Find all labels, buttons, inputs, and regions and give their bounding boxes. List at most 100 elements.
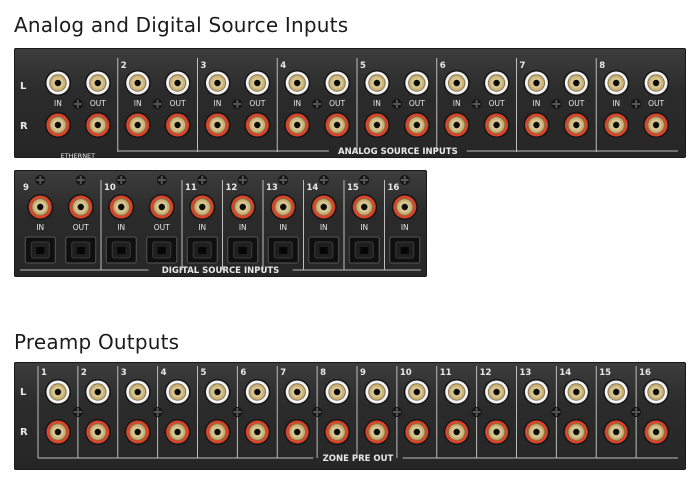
analog-jack-8-right-in[interactable] <box>603 112 630 138</box>
analog-jack-5-left-in[interactable] <box>363 70 390 96</box>
preamp-jack-10-left[interactable] <box>403 379 430 405</box>
analog-jack-7-right-out[interactable] <box>563 112 590 138</box>
jack-pin-hole <box>413 121 421 129</box>
digital-jack-9-out[interactable] <box>67 194 94 220</box>
analog-row-label-left: L <box>20 81 27 92</box>
analog-jack-6-right-out[interactable] <box>483 112 510 138</box>
preamp-jack-2-right[interactable] <box>84 419 111 445</box>
preamp-jack-8-left[interactable] <box>324 379 351 405</box>
preamp-jack-7-right[interactable] <box>284 419 311 445</box>
analog-jack-1-left-out[interactable] <box>84 70 111 96</box>
jack-pin-hole <box>533 428 540 436</box>
optical-port-12-in[interactable] <box>227 236 259 264</box>
preamp-jack-9-left[interactable] <box>363 379 390 405</box>
preamp-jack-3-right[interactable] <box>124 419 151 445</box>
analog-jack-3-left-out[interactable] <box>244 70 271 96</box>
preamp-jack-16-left[interactable] <box>643 379 670 405</box>
preamp-jack-16-right[interactable] <box>643 419 670 445</box>
jack-pin-hole <box>174 79 181 87</box>
preamp-jack-15-left[interactable] <box>603 379 630 405</box>
preamp-jack-5-left[interactable] <box>204 379 231 405</box>
preamp-jack-1-left[interactable] <box>44 379 71 405</box>
preamp-jack-12-left[interactable] <box>483 379 510 405</box>
optical-port-10-in[interactable] <box>105 236 137 264</box>
analog-jack-3-right-in[interactable] <box>204 112 231 138</box>
mounting-screw <box>232 407 243 417</box>
analog-jack-label: OUT <box>329 99 345 108</box>
analog-jack-5-left-out[interactable] <box>403 70 430 96</box>
optical-opening <box>360 247 369 254</box>
preamp-jack-11-left[interactable] <box>443 379 470 405</box>
preamp-jack-1-right[interactable] <box>44 419 71 445</box>
preamp-jack-10-right[interactable] <box>403 419 430 445</box>
preamp-jack-9-right[interactable] <box>363 419 390 445</box>
optical-port-10-out[interactable] <box>146 236 178 264</box>
digital-jack-10-in[interactable] <box>108 194 135 220</box>
analog-jack-7-left-out[interactable] <box>563 70 590 96</box>
preamp-jack-4-right[interactable] <box>164 419 191 445</box>
optical-port-14-in[interactable] <box>308 236 340 264</box>
preamp-channel-number: 9 <box>360 368 366 378</box>
optical-opening <box>76 247 85 254</box>
digital-jack-9-in[interactable] <box>27 194 54 220</box>
preamp-jack-12-right[interactable] <box>483 419 510 445</box>
digital-jack-11-in[interactable] <box>189 194 216 220</box>
analog-jack-2-left-in[interactable] <box>124 70 151 96</box>
preamp-jack-13-left[interactable] <box>523 379 550 405</box>
optical-port-13-in[interactable] <box>267 236 299 264</box>
analog-jack-7-right-in[interactable] <box>523 112 550 138</box>
analog-jack-4-left-in[interactable] <box>284 70 311 96</box>
analog-channel-number: 7 <box>520 61 526 71</box>
analog-jack-8-left-in[interactable] <box>603 70 630 96</box>
preamp-jack-13-right[interactable] <box>523 419 550 445</box>
preamp-jack-11-right[interactable] <box>443 419 470 445</box>
optical-port-9-out[interactable] <box>65 236 97 264</box>
analog-jack-7-left-in[interactable] <box>523 70 550 96</box>
optical-port-16-in[interactable] <box>389 236 421 264</box>
digital-jack-10-out[interactable] <box>148 194 175 220</box>
analog-jack-4-left-out[interactable] <box>324 70 351 96</box>
jack-pin-hole <box>54 121 62 129</box>
analog-jack-6-right-in[interactable] <box>443 112 470 138</box>
analog-jack-1-left-in[interactable] <box>44 70 71 96</box>
preamp-jack-15-right[interactable] <box>603 419 630 445</box>
preamp-channel-number: 5 <box>201 368 207 378</box>
preamp-jack-3-left[interactable] <box>124 379 151 405</box>
analog-jack-2-right-in[interactable] <box>124 112 151 138</box>
optical-port-15-in[interactable] <box>348 236 380 264</box>
analog-jack-4-right-in[interactable] <box>284 112 311 138</box>
preamp-jack-6-right[interactable] <box>244 419 271 445</box>
jack-pin-hole <box>533 79 540 87</box>
digital-jack-12-in[interactable] <box>229 194 256 220</box>
preamp-jack-2-left[interactable] <box>84 379 111 405</box>
preamp-jack-7-left[interactable] <box>284 379 311 405</box>
analog-jack-3-left-in[interactable] <box>204 70 231 96</box>
preamp-jack-5-right[interactable] <box>204 419 231 445</box>
optical-port-11-in[interactable] <box>186 236 218 264</box>
analog-jack-5-right-in[interactable] <box>363 112 390 138</box>
digital-jack-16-in[interactable] <box>391 194 418 220</box>
analog-jack-6-left-out[interactable] <box>483 70 510 96</box>
digital-jack-14-in[interactable] <box>310 194 337 220</box>
preamp-jack-4-left[interactable] <box>164 379 191 405</box>
analog-jack-5-right-out[interactable] <box>403 112 430 138</box>
digital-jack-13-in[interactable] <box>270 194 297 220</box>
preamp-jack-14-right[interactable] <box>563 419 590 445</box>
preamp-jack-14-left[interactable] <box>563 379 590 405</box>
analog-jack-2-right-out[interactable] <box>164 112 191 138</box>
mounting-screw <box>72 407 83 417</box>
analog-jack-1-right-out[interactable] <box>84 112 111 138</box>
analog-jack-4-right-out[interactable] <box>324 112 351 138</box>
preamp-jack-6-left[interactable] <box>244 379 271 405</box>
screw-slot <box>316 100 319 108</box>
analog-jack-label: OUT <box>170 99 186 108</box>
digital-jack-15-in[interactable] <box>351 194 378 220</box>
preamp-jack-8-right[interactable] <box>324 419 351 445</box>
analog-jack-8-right-out[interactable] <box>643 112 670 138</box>
analog-jack-3-right-out[interactable] <box>244 112 271 138</box>
optical-port-9-in[interactable] <box>24 236 56 264</box>
analog-jack-1-right-in[interactable] <box>44 112 71 138</box>
analog-jack-8-left-out[interactable] <box>643 70 670 96</box>
analog-jack-6-left-in[interactable] <box>443 70 470 96</box>
analog-jack-2-left-out[interactable] <box>164 70 191 96</box>
